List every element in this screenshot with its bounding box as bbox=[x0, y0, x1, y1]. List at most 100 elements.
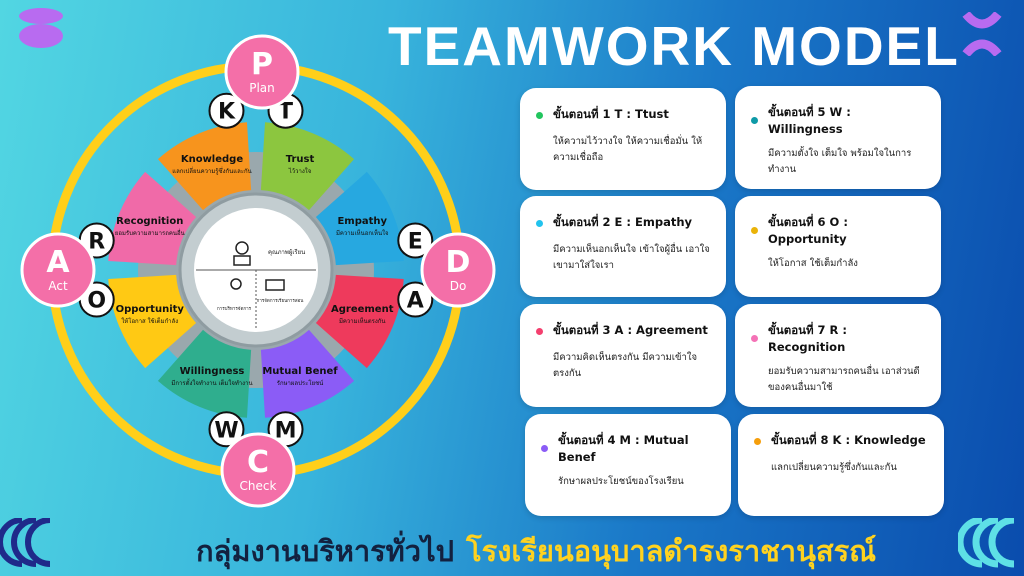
page-title: TEAMWORK MODEL bbox=[388, 15, 960, 77]
bullet-dot-icon bbox=[751, 116, 758, 124]
segment-desc: มีการตั้งใจทำงาน เต็มใจทำงาน bbox=[171, 377, 252, 387]
step-card: ขั้นตอนที่ 4 M : Mutual Benef รักษาผลประโ… bbox=[525, 414, 731, 516]
segment-name: Empathy bbox=[337, 216, 387, 227]
step-title: ขั้นตอนที่ 7 R : Recognition bbox=[768, 323, 848, 354]
segment-name: Willingness bbox=[180, 366, 245, 377]
step-title: ขั้นตอนที่ 3 A : Agreement bbox=[553, 323, 708, 337]
step-description: รักษาผลประโยชน์ของโรงเรียน bbox=[558, 476, 684, 487]
step-card: ขั้นตอนที่ 3 A : Agreement มีความคิดเห็นต… bbox=[520, 304, 726, 407]
cycle-label: Plan bbox=[249, 81, 275, 95]
segment-letter: A bbox=[407, 289, 424, 314]
footer-group: กลุ่มงานบริหารทั่วไป bbox=[196, 534, 455, 568]
segment-letter: E bbox=[408, 229, 423, 254]
book-icon bbox=[233, 255, 251, 266]
segment-name: Trust bbox=[286, 154, 315, 165]
segment-wedge bbox=[108, 274, 197, 369]
segment-name: Knowledge bbox=[181, 154, 244, 165]
segment-desc: มีความเห็นอกเห็นใจ bbox=[336, 228, 389, 237]
segment-desc: ไว้วางใจ bbox=[288, 167, 312, 175]
segment-wedge bbox=[157, 329, 252, 418]
step-card: ขั้นตอนที่ 6 O : Opportunity ให้โอกาส ใช้… bbox=[735, 196, 941, 297]
segment-name: Mutual Benef bbox=[262, 366, 338, 377]
segment-letter-badge bbox=[397, 281, 434, 318]
manager-icon bbox=[230, 278, 242, 290]
step-card: ขั้นตอนที่ 8 K : Knowledge แลกเปลี่ยนความ… bbox=[738, 414, 944, 516]
segment-wedge bbox=[157, 122, 252, 211]
cycle-letter: A bbox=[46, 245, 70, 280]
decor-x-icon bbox=[962, 12, 1002, 56]
cycle-letter: P bbox=[251, 47, 273, 82]
decor-shape-top-left bbox=[19, 8, 63, 48]
bullet-dot-icon bbox=[536, 111, 543, 119]
cycle-label: Do bbox=[450, 279, 467, 293]
bullet-dot-icon bbox=[751, 334, 758, 342]
step-description: ให้ความไว้วางใจ ให้ความเชื่อมั่น ให้ความ… bbox=[553, 136, 703, 163]
cycle-label: Check bbox=[240, 479, 277, 493]
segment-wedge bbox=[315, 274, 404, 369]
step-title: ขั้นตอนที่ 8 K : Knowledge bbox=[771, 433, 926, 447]
student-reading-icon bbox=[235, 241, 249, 255]
cycle-letter: D bbox=[446, 245, 471, 280]
step-title: ขั้นตอนที่ 6 O : Opportunity bbox=[768, 215, 848, 246]
bullet-dot-icon bbox=[751, 226, 758, 234]
segment-desc: แลกเปลี่ยนความรู้ซึ่งกันและกัน bbox=[172, 167, 252, 175]
step-title: ขั้นตอนที่ 2 E : Empathy bbox=[553, 215, 693, 229]
step-card: ขั้นตอนที่ 7 R : Recognition ยอมรับความสา… bbox=[735, 304, 941, 407]
segment-wedge bbox=[108, 171, 197, 266]
center-left-label: การบริหารจัดการ bbox=[217, 306, 252, 312]
step-card: ขั้นตอนที่ 1 T : Ttust ให้ความไว้วางใจ ให… bbox=[520, 88, 726, 190]
segment-name: Recognition bbox=[116, 216, 183, 227]
step-description: ยอมรับความสามารถคนอื่น เอาส่วนดีของคนอื่… bbox=[768, 366, 920, 393]
footer-school: โรงเรียนอนุบาลดำรงราชานุสรณ์ bbox=[466, 534, 877, 568]
bullet-dot-icon bbox=[754, 437, 761, 445]
decor-crescents-left bbox=[0, 518, 51, 567]
segment-name: Opportunity bbox=[116, 304, 185, 315]
segment-letter: K bbox=[218, 100, 236, 125]
step-description: มีความคิดเห็นตรงกัน มีความเข้าใจตรงกัน bbox=[553, 352, 698, 379]
step-title: ขั้นตอนที่ 4 M : Mutual Benef bbox=[558, 433, 689, 464]
segment-wedge bbox=[260, 122, 355, 211]
cycle-letter: C bbox=[247, 445, 269, 480]
segment-desc: ยอมรับความสามารถคนอื่น bbox=[115, 229, 185, 237]
decor-crescents-right bbox=[958, 518, 1015, 568]
step-title: ขั้นตอนที่ 5 W : Willingness bbox=[768, 105, 851, 136]
step-description: มีความเห็นอกเห็นใจ เข้าใจผู้อื่น เอาใจเข… bbox=[553, 244, 710, 271]
segment-desc: ให้โอกาส ใช้เต็มกำลัง bbox=[121, 316, 178, 325]
segment-name: Agreement bbox=[331, 304, 394, 315]
segment-letter-badge bbox=[208, 411, 245, 448]
step-card: ขั้นตอนที่ 2 E : Empathy มีความเห็นอกเห็น… bbox=[520, 196, 726, 297]
step-description: แลกเปลี่ยนความรู้ซึ่งกันและกัน bbox=[771, 462, 897, 473]
segment-letter: W bbox=[214, 418, 238, 443]
bullet-dot-icon bbox=[536, 219, 543, 227]
teaching-board-icon bbox=[265, 279, 285, 291]
step-description: มีความตั้งใจ เต็มใจ พร้อมใจในการทำงาน bbox=[768, 148, 912, 175]
segment-desc: รักษาผลประโยชน์ bbox=[277, 379, 324, 387]
footer: กลุ่มงานบริหารทั่วไป โรงเรียนอนุบาลดำรงรา… bbox=[196, 528, 876, 574]
cycle-do: DDo bbox=[420, 232, 496, 308]
bullet-dot-icon bbox=[536, 327, 543, 335]
segment-wedge bbox=[260, 329, 355, 418]
segment-letter: O bbox=[87, 289, 106, 314]
segment-letter: T bbox=[278, 100, 293, 125]
segment-knowledge: Knowledge แลกเปลี่ยนความรู้ซึ่งกันและกัน K bbox=[157, 92, 252, 211]
cycle-label: Act bbox=[48, 279, 68, 293]
center-right-label: การจัดการเรียนการสอน bbox=[257, 298, 304, 304]
segment-letter: R bbox=[88, 229, 105, 254]
step-title: ขั้นตอนที่ 1 T : Ttust bbox=[553, 107, 669, 121]
bullet-dot-icon bbox=[541, 444, 548, 452]
step-description: ให้โอกาส ใช้เต็มกำลัง bbox=[768, 258, 858, 269]
segment-letter-badge bbox=[397, 222, 434, 259]
segment-letter-badge bbox=[208, 92, 245, 129]
segment-wedge bbox=[315, 171, 404, 266]
segment-desc: มีความเห็นตรงกัน bbox=[339, 316, 386, 325]
center-top-label: คุณภาพผู้เรียน bbox=[268, 248, 305, 256]
step-card: ขั้นตอนที่ 5 W : Willingness มีความตั้งใจ… bbox=[735, 86, 941, 189]
